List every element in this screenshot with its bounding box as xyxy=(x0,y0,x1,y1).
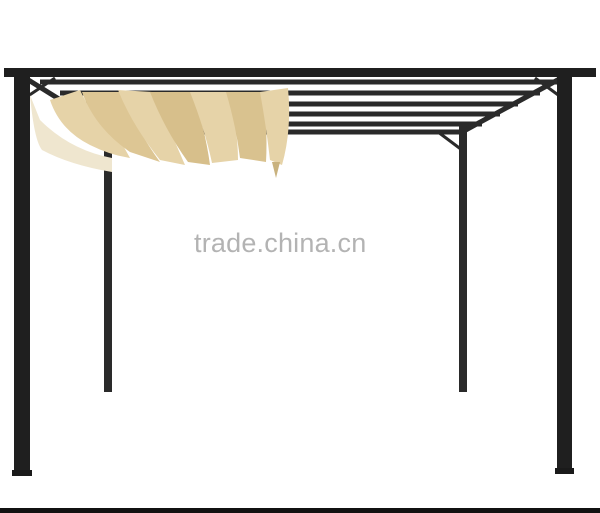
front-right-foot xyxy=(555,468,574,474)
retractable-canopy xyxy=(30,88,290,178)
bottom-border xyxy=(0,508,600,513)
watermark-text: trade.china.cn xyxy=(194,228,367,258)
front-left-post xyxy=(14,76,30,476)
roof-rails xyxy=(40,79,560,135)
right-back-brace xyxy=(437,130,463,152)
back-right-post xyxy=(459,125,467,392)
front-top-beam xyxy=(4,68,596,77)
back-left-post xyxy=(104,100,112,392)
right-side-beam xyxy=(460,73,567,135)
front-right-post xyxy=(557,76,572,474)
front-left-foot xyxy=(12,470,32,476)
